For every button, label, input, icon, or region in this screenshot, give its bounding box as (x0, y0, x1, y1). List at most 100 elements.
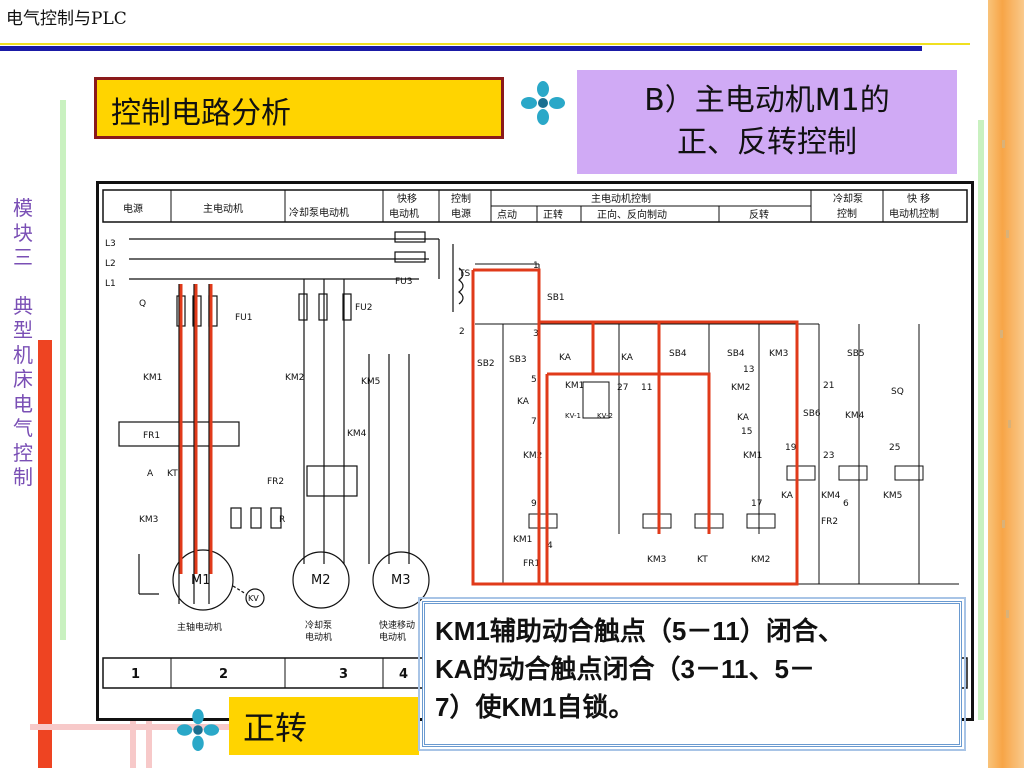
lbl-Q: Q (139, 299, 146, 309)
ctl-KM2-c: KM2 (731, 383, 750, 393)
ctl-KV1: KV-1 (565, 412, 581, 420)
ctl-SB5: SB5 (847, 349, 865, 359)
ftr-2: 2 (219, 667, 228, 682)
header-rule-blue (0, 46, 922, 51)
ctl-FR1-c: FR1 (523, 559, 540, 569)
ctl-KA-coil: KA (781, 491, 794, 501)
ctl-9: 9 (531, 499, 537, 509)
hdr-reverse: 反转 (749, 208, 769, 221)
ctl-KM4-coil: KM4 (821, 491, 841, 501)
ctl-TS: TS (458, 269, 470, 279)
ctl-KM1-coil: KM1 (513, 535, 532, 545)
flower-icon (521, 81, 565, 125)
section-title: 控制电路分析 (94, 77, 504, 139)
ctl-KM2-d: KM2 (523, 451, 542, 461)
ctl-5: 5 (531, 375, 537, 385)
subtitle-box: B）主电动机M1的 正、反转控制 (577, 70, 957, 174)
hdr-rapid-ctrl-2: 电动机控制 (889, 207, 939, 220)
deco-bar-pink-3 (146, 720, 152, 768)
lbl-coolant-2: 电动机 (305, 631, 332, 643)
ctl-2: 2 (459, 327, 465, 337)
hdr-ctrl-1: 控制 (451, 192, 471, 205)
lbl-KT-main: KT (167, 469, 178, 479)
ctl-6: 6 (843, 499, 849, 509)
subtitle-line2: 正、反转控制 (677, 125, 857, 160)
ctl-23: 23 (823, 451, 834, 461)
lbl-coolant-1: 冷却泵 (305, 619, 332, 631)
ctl-7: 7 (531, 417, 537, 427)
lbl-KM1-main: KM1 (143, 373, 162, 383)
hdr-coolant-ctrl-1: 冷却泵 (833, 192, 863, 205)
lbl-L2: L2 (105, 259, 116, 269)
ctl-25: 25 (889, 443, 900, 453)
lbl-rapid-2: 电动机 (379, 631, 406, 643)
hdr-jog: 点动 (497, 209, 517, 221)
ctl-SB3-a: SB3 (509, 355, 527, 365)
ctl-KT-coil: KT (697, 555, 708, 565)
hdr-coolant-ctrl-2: 控制 (837, 207, 857, 220)
header-rule-yellow (0, 43, 970, 45)
hdr-coolant-motor: 冷却泵电动机 (289, 206, 349, 219)
ctl-KM3-c: KM3 (769, 349, 788, 359)
ctl-15: 15 (741, 427, 752, 437)
ftr-3: 3 (339, 667, 348, 682)
deco-bar-left (60, 100, 66, 640)
subtitle-line1: B）主电动机M1的 (644, 83, 890, 118)
lbl-L3: L3 (105, 239, 116, 249)
ctl-21: 21 (823, 381, 834, 391)
ctl-27: 27 (617, 383, 628, 393)
ctl-SB6: SB6 (803, 409, 821, 419)
ctl-19: 19 (785, 443, 797, 453)
ctl-KA-b: KA (517, 397, 530, 407)
lbl-M3: M3 (391, 573, 411, 588)
lbl-L1: L1 (105, 279, 116, 289)
ctl-FR2-c: FR2 (821, 517, 838, 527)
ctl-KM1-d: KM1 (743, 451, 762, 461)
ctl-KM4-c: KM4 (845, 411, 865, 421)
forward-label: 正转 (229, 697, 419, 755)
lbl-KM5-main: KM5 (361, 377, 380, 387)
lbl-R: R (279, 515, 285, 525)
ftr-1: 1 (131, 667, 140, 682)
hdr-power: 电源 (123, 202, 143, 215)
lbl-KV: KV (248, 594, 259, 603)
deco-bar-red (38, 340, 52, 768)
lbl-spindle-motor: 主轴电动机 (177, 621, 222, 633)
ftr-4: 4 (399, 667, 408, 682)
lbl-KM4-main: KM4 (347, 429, 367, 439)
hdr-rapid-1: 快移 (397, 192, 417, 205)
side-vertical-label: 模块三 典型机 床电气 控制 (13, 196, 33, 489)
deco-bar-pink-2 (130, 720, 136, 768)
ctl-KA-a: KA (621, 353, 634, 363)
ctl-3: 3 (533, 329, 539, 339)
hdr-main-ctrl: 主电动机控制 (591, 192, 651, 205)
lbl-FR2-main: FR2 (267, 477, 284, 487)
right-decor-strip (988, 0, 1024, 768)
ctl-1: 1 (533, 261, 539, 271)
ctl-SB3-b: KA (559, 353, 572, 363)
lbl-KM2-main: KM2 (285, 373, 304, 383)
ctl-KA-c: KA (737, 413, 750, 423)
lbl-A: A (147, 469, 154, 479)
ctl-SB2: SB2 (477, 359, 495, 369)
ctl-SB4-b: SB4 (727, 349, 745, 359)
ctl-11: 11 (641, 383, 652, 393)
ctl-SQ: SQ (891, 387, 904, 397)
ctl-KM2-coil: KM2 (751, 555, 770, 565)
note-line1: KM1辅助动合触点（5－11）闭合、 (435, 616, 844, 646)
hdr-main-motor: 主电动机 (203, 202, 243, 215)
course-title: 电气控制与PLC (6, 9, 127, 29)
ctl-17: 17 (751, 499, 762, 509)
hdr-rapid-ctrl-1: 快 移 (907, 192, 930, 205)
hdr-forward: 正转 (543, 208, 563, 221)
lbl-FU1: FU1 (235, 313, 253, 323)
ctl-KM3-coil: KM3 (647, 555, 666, 565)
lbl-FR1-main: FR1 (143, 431, 160, 441)
lbl-KM3-main: KM3 (139, 515, 158, 525)
ctl-SB1: SB1 (547, 293, 565, 303)
flower-icon-bottom (176, 708, 220, 752)
explanation-note: KM1辅助动合触点（5－11）闭合、 KA的动合触点闭合（3－11、5－ 7）使… (418, 597, 966, 751)
hdr-brake: 正向、反向制动 (597, 208, 667, 221)
hdr-ctrl-2: 电源 (451, 207, 471, 220)
hdr-rapid-2: 电动机 (389, 207, 419, 220)
